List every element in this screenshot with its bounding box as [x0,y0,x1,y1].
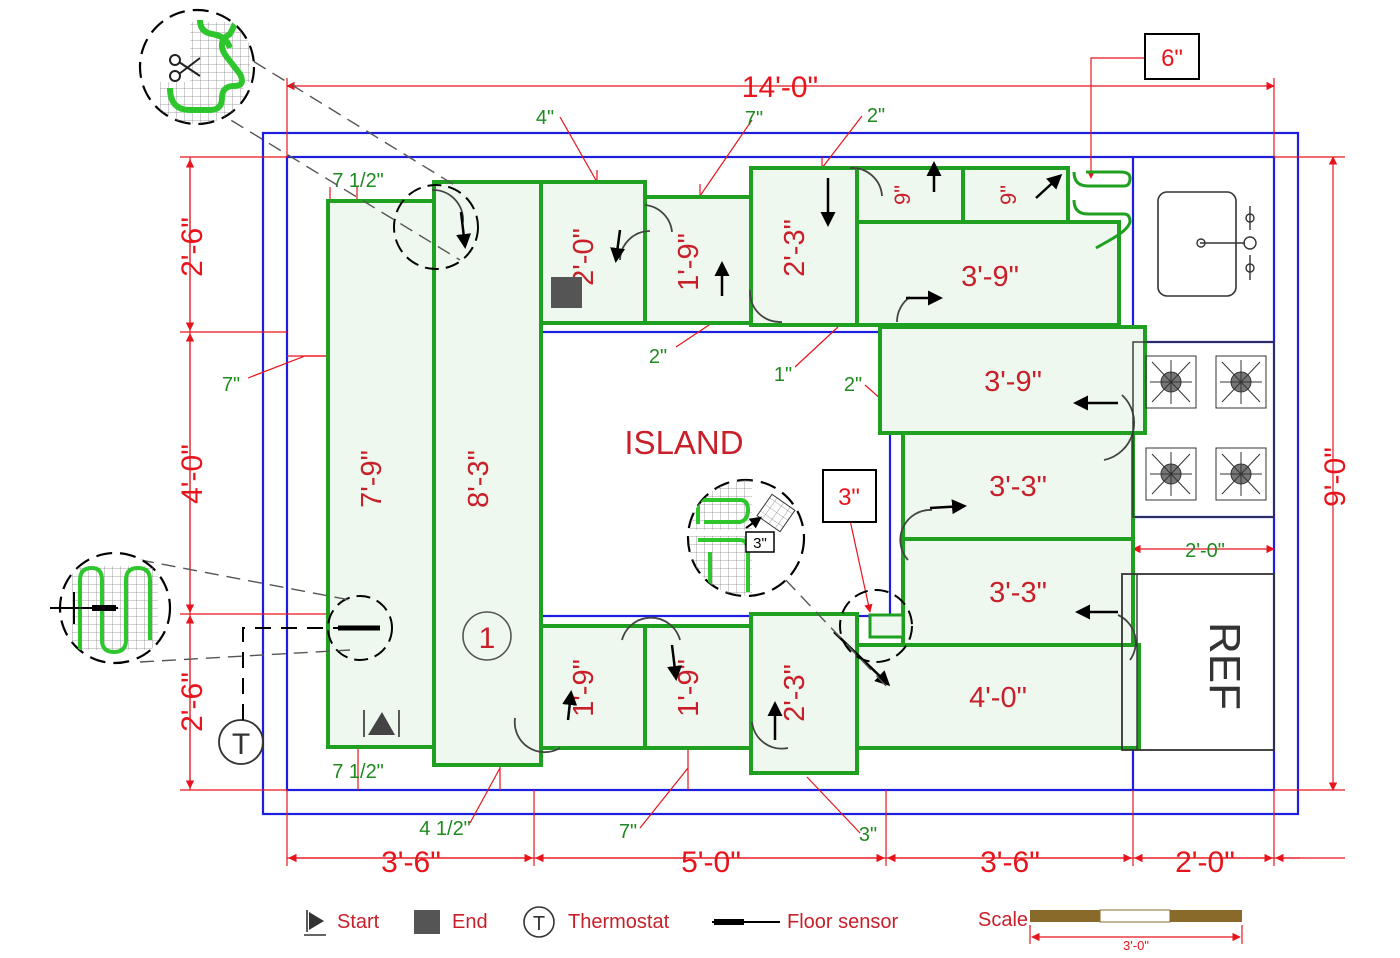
legend-thermostat: T Thermostat [523,906,670,938]
svg-text:7'-9": 7'-9" [356,450,388,508]
scissors-icon [169,54,201,82]
heating-panels [326,166,1147,775]
svg-text:Start: Start [337,911,380,933]
thermostat-icon: T [218,627,340,765]
bottom-dim-1: 3'-6" [381,846,441,879]
start-marker-icon [363,710,400,737]
svg-text:3": 3" [753,535,767,552]
svg-text:2'-0": 2'-0" [568,228,600,286]
detail-mat-bubble: 3" [686,478,891,691]
small-dimensions: 4" 7" 2" 7 1/2" 7" 2" 1" 2" 2'-0" 7 1/2"… [222,105,1225,846]
overall-width: 14'-0" [742,71,818,104]
bottom-dim-2: 5'-0" [681,846,741,879]
sink-icon [1157,191,1257,297]
detail-cut-bubble [138,8,461,261]
bottom-dim-3: 3'-6" [980,846,1040,879]
svg-text:End: End [452,911,488,933]
island-label: ISLAND [624,424,743,461]
legend-floor-sensor: Floor sensor [712,911,898,933]
refrigerator: REF [1121,573,1275,751]
svg-text:4'-0": 4'-0" [969,682,1027,714]
left-dim-bottom: 2'-6" [176,672,209,732]
svg-text:7 1/2": 7 1/2" [332,761,384,783]
svg-text:2'-3": 2'-3" [779,219,811,277]
svg-text:9": 9" [890,185,915,205]
svg-text:3'-3": 3'-3" [989,577,1047,609]
svg-text:1'-9": 1'-9" [673,233,705,291]
svg-text:1'-9": 1'-9" [568,659,600,717]
overall-height: 9'-0" [1319,447,1352,507]
left-dim-top: 2'-6" [176,217,209,277]
svg-text:3'-9": 3'-9" [961,261,1019,293]
svg-text:3'-3": 3'-3" [989,471,1047,503]
svg-text:7 1/2": 7 1/2" [332,170,384,192]
legend-start: Start [304,910,380,936]
panel-labels: 7'-9" 8'-3" 2'-0" 1'-9" 2'-3" 9" 9" 3'-9… [356,185,1047,722]
svg-text:T: T [533,913,545,935]
circuit-number: 1 [462,611,512,661]
svg-text:6": 6" [1161,45,1183,72]
svg-text:1: 1 [479,622,496,655]
scale-bar: Scale 3'-0" [978,909,1243,953]
stove-burner-icon [1132,341,1275,518]
svg-text:4": 4" [536,107,554,129]
svg-text:8'-3": 8'-3" [463,450,495,508]
legend-end: End [414,910,488,934]
svg-text:7": 7" [619,821,637,843]
svg-text:REF: REF [1200,622,1249,710]
svg-text:3'-0": 3'-0" [1123,938,1149,953]
left-dim-middle: 4'-0" [176,444,209,504]
callout-6: 6" [1144,33,1200,80]
callout-3: 3" [822,469,877,523]
svg-text:7": 7" [222,374,240,396]
svg-text:1'-9": 1'-9" [673,659,705,717]
legend: Start End T Thermostat Floor sensor Scal… [304,906,1243,953]
svg-text:2": 2" [844,374,862,396]
svg-text:2": 2" [867,105,885,127]
svg-text:1": 1" [774,364,792,386]
svg-text:2'-3": 2'-3" [779,664,811,722]
svg-text:9": 9" [996,185,1021,205]
sensor-callout [839,589,913,663]
svg-text:4 1/2": 4 1/2" [419,818,471,840]
svg-text:2": 2" [649,346,667,368]
svg-text:Thermostat: Thermostat [568,911,670,933]
dimension-lines [180,57,1345,866]
detail-sensor-bubble [50,551,351,665]
svg-text:T: T [232,728,250,761]
svg-text:3": 3" [838,484,860,511]
svg-text:7": 7" [745,108,763,130]
svg-text:2'-0": 2'-0" [1185,540,1225,562]
bottom-dim-4: 2'-0" [1175,846,1235,879]
svg-text:3": 3" [859,824,877,846]
svg-text:3'-9": 3'-9" [984,366,1042,398]
svg-text:Floor sensor: Floor sensor [787,911,898,933]
end-marker-icon [551,277,582,308]
floor-sensor-icon [327,595,393,661]
svg-text:Scale: Scale [978,909,1028,931]
